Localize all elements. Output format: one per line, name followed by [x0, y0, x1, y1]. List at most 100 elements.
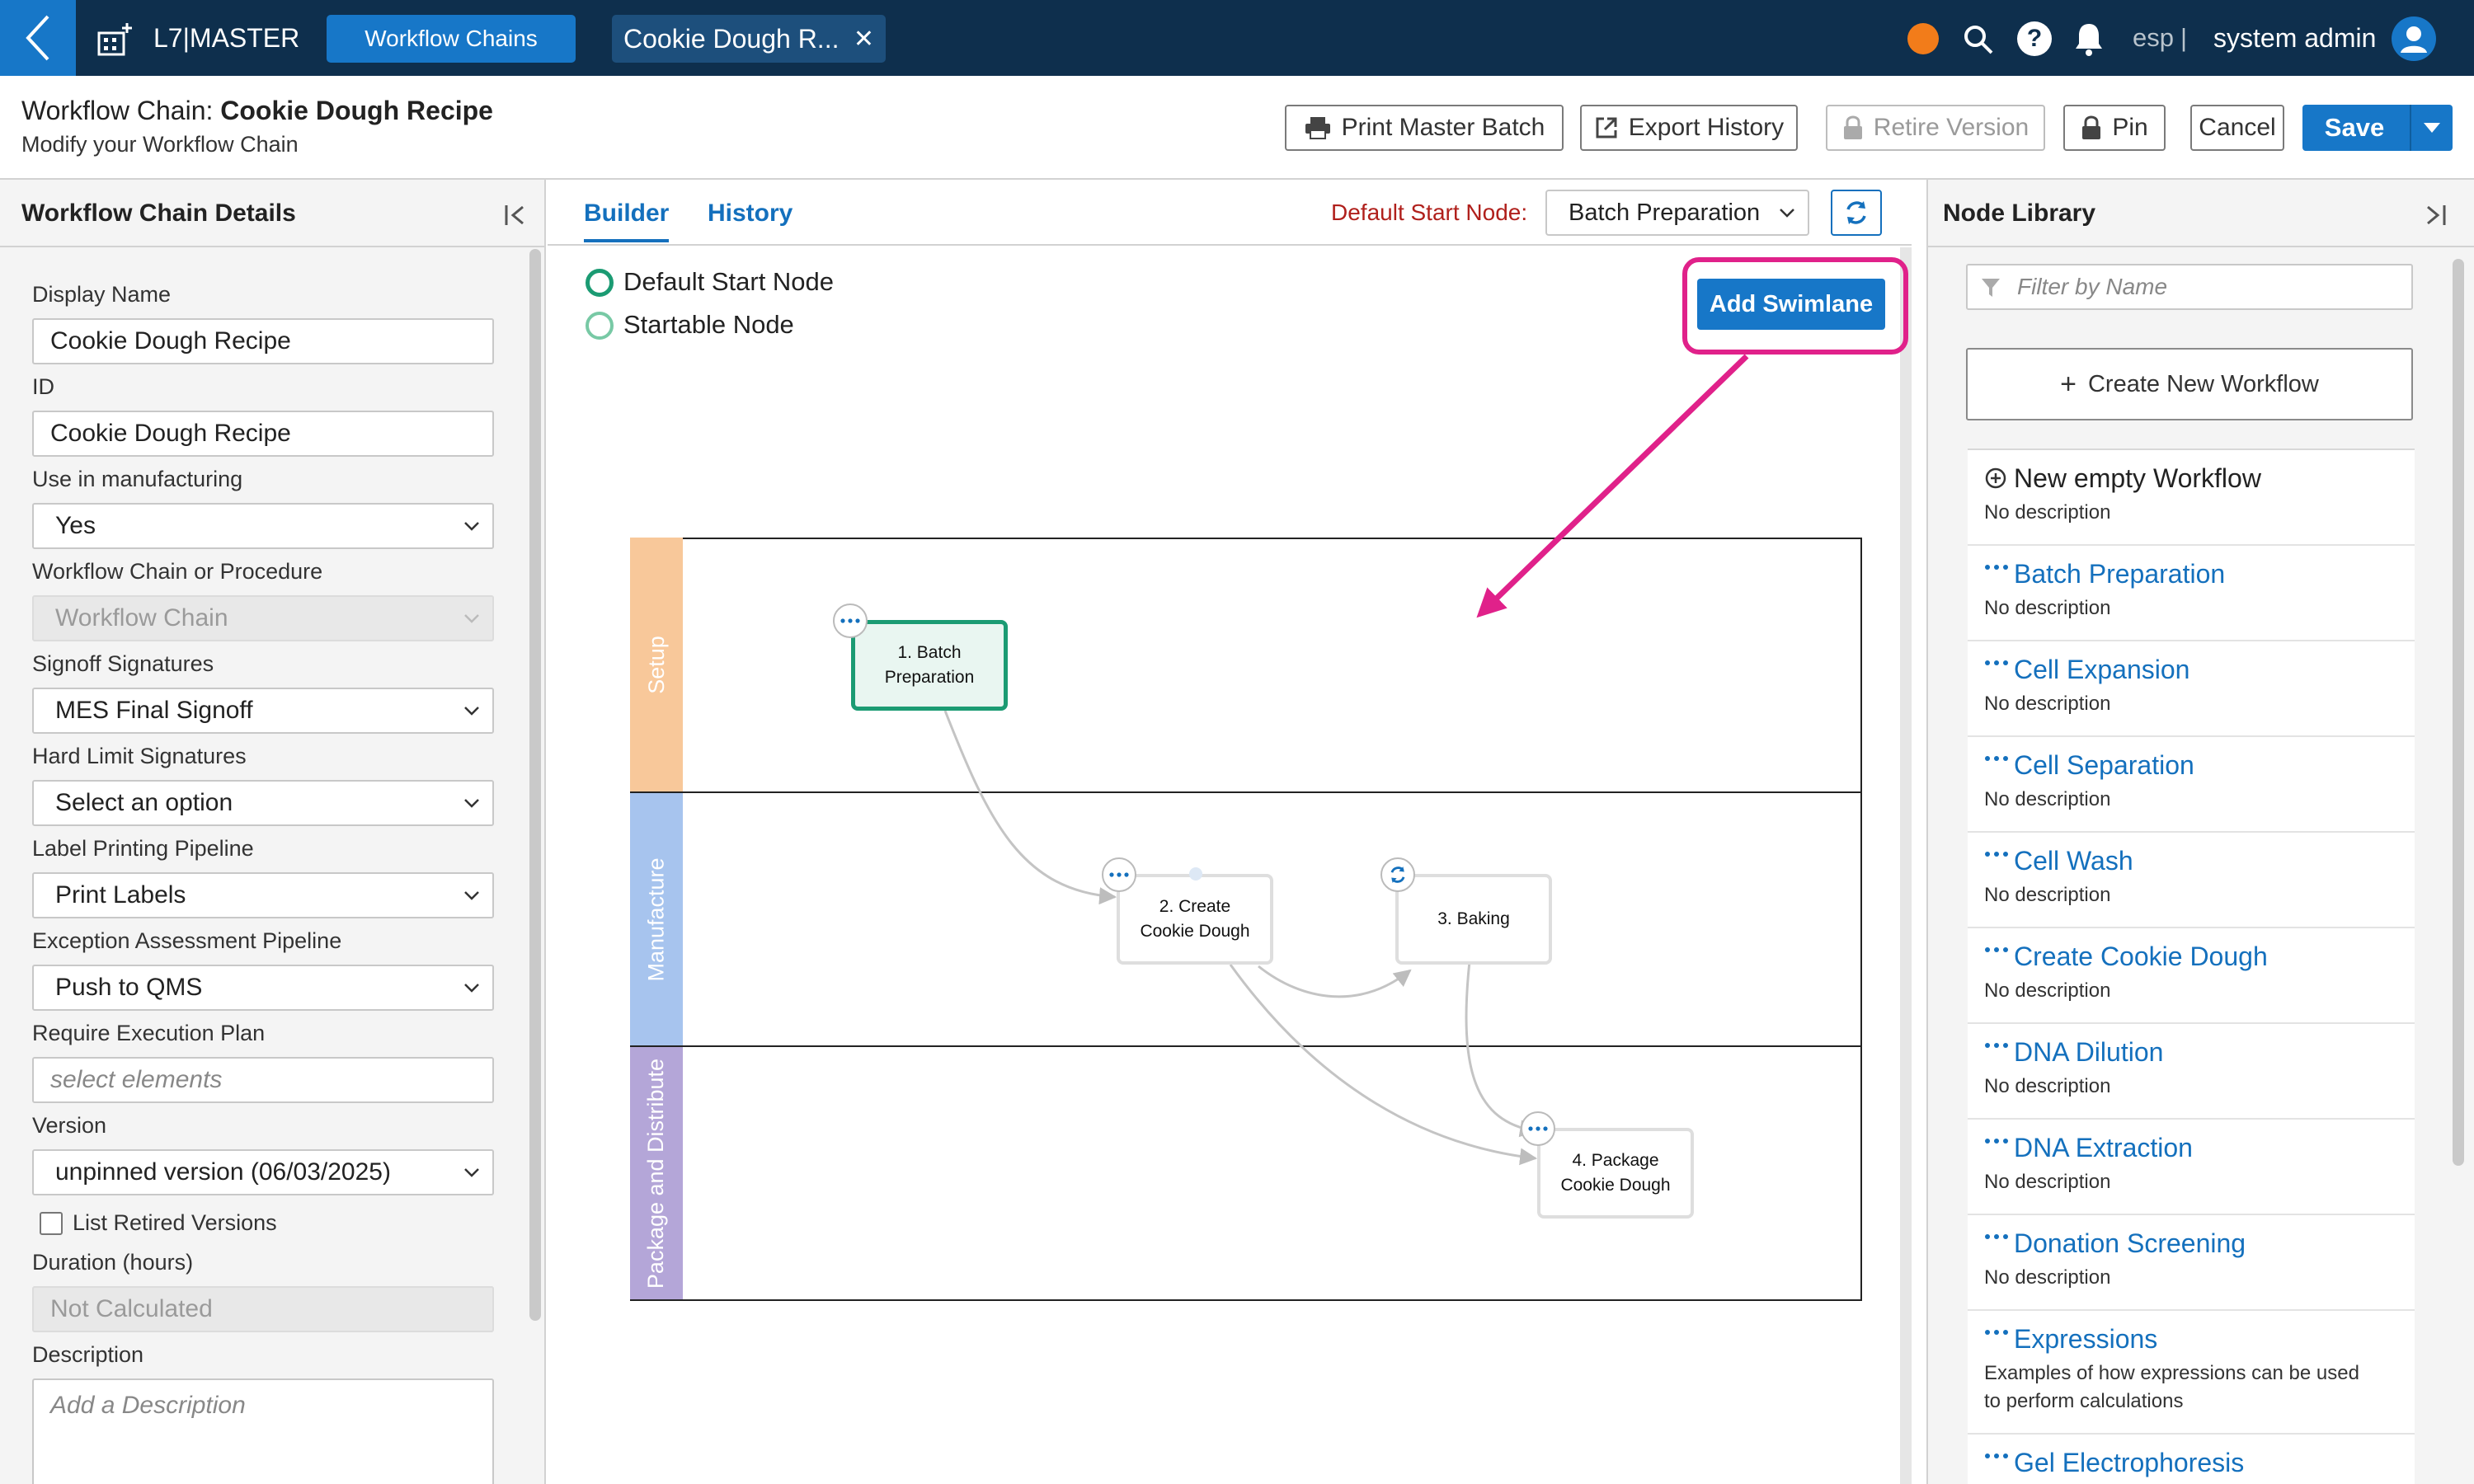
library-item-cell-wash[interactable]: Cell Wash No description	[1968, 831, 2415, 927]
more-dots-icon	[1985, 756, 2008, 761]
open-tab-cookie-dough[interactable]: Cookie Dough R... ✕	[612, 15, 886, 63]
chevron-down-icon	[464, 1168, 479, 1177]
node-create-connector-dot[interactable]	[1189, 867, 1202, 881]
builder-scrollbar[interactable]	[1900, 247, 1912, 1484]
node-package-more-icon[interactable]	[1521, 1111, 1555, 1146]
edge-batch-to-create[interactable]	[943, 710, 1117, 905]
node-create-more-icon[interactable]	[1102, 857, 1136, 892]
node-library-scrollbar[interactable]	[2453, 259, 2464, 1166]
node-baking[interactable]: 3. Baking	[1395, 874, 1552, 965]
left-panel-scrollbar[interactable]	[529, 249, 541, 1321]
node-batch-preparation-line2: Preparation	[884, 668, 975, 687]
list-retired-checkbox[interactable]	[40, 1212, 63, 1235]
refresh-layout-button[interactable]	[1831, 190, 1882, 236]
add-swimlane-button[interactable]: Add Swimlane	[1697, 279, 1885, 330]
library-item-title: Gel Electrophoresis	[2014, 1448, 2245, 1477]
library-item-dna-extraction[interactable]: DNA Extraction No description	[1968, 1118, 2415, 1214]
label-printing-select[interactable]: Print Labels	[32, 872, 494, 918]
export-history-button[interactable]: Export History	[1580, 105, 1798, 151]
collapse-left-icon[interactable]	[503, 203, 528, 228]
collapse-right-icon[interactable]	[2423, 203, 2448, 228]
print-master-batch-button[interactable]: Print Master Batch	[1285, 105, 1564, 151]
display-name-input[interactable]: Cookie Dough Recipe	[32, 318, 494, 364]
swimlane-manufacture[interactable]: Manufacture	[630, 791, 1862, 1045]
language-selector[interactable]: esp	[2133, 23, 2174, 52]
execution-plan-label: Require Execution Plan	[32, 1021, 266, 1045]
library-item-gel-electrophoresis[interactable]: Gel Electrophoresis	[1968, 1433, 2415, 1484]
library-item-desc: No description	[1984, 884, 2111, 906]
description-textarea[interactable]: Add a Description	[32, 1378, 494, 1484]
cancel-label: Cancel	[2199, 114, 2276, 141]
id-value: Cookie Dough Recipe	[50, 420, 291, 447]
library-item-expressions[interactable]: Expressions Examples of how expressions …	[1968, 1309, 2415, 1433]
node-batch-more-icon[interactable]	[833, 603, 868, 638]
cancel-button[interactable]: Cancel	[2190, 105, 2284, 151]
tab-builder[interactable]: Builder	[584, 200, 670, 242]
app-logo-icon	[97, 21, 135, 56]
hard-limit-signatures-label: Hard Limit Signatures	[32, 744, 247, 768]
signoff-signatures-select[interactable]: MES Final Signoff	[32, 688, 494, 734]
edge-baking-to-package[interactable]	[1465, 960, 1538, 1138]
library-item-desc: Examples of how expressions can be used	[1984, 1362, 2359, 1384]
create-new-workflow-button[interactable]: + Create New Workflow	[1966, 348, 2413, 420]
use-in-manufacturing-select[interactable]: Yes	[32, 503, 494, 549]
library-item-desc: No description	[1984, 1075, 2111, 1097]
list-retired-label: List Retired Versions	[73, 1210, 277, 1235]
pin-button[interactable]: Pin	[2063, 105, 2166, 151]
retire-version-button[interactable]: Retire Version	[1826, 105, 2045, 151]
more-dots-icon	[1985, 1453, 2008, 1458]
library-item-title: Cell Wash	[2014, 846, 2133, 876]
tab-history[interactable]: History	[708, 200, 793, 228]
user-name[interactable]: system admin	[2213, 23, 2377, 53]
execution-plan-input[interactable]: select elements	[32, 1057, 494, 1103]
node-package-line2: Cookie Dough	[1560, 1176, 1671, 1195]
workflow-chains-nav-button[interactable]: Workflow Chains	[327, 15, 576, 63]
back-button[interactable]	[0, 0, 76, 76]
library-item-desc: No description	[1984, 501, 2111, 524]
user-avatar-icon[interactable]	[2392, 16, 2436, 61]
library-item-create-cookie-dough[interactable]: Create Cookie Dough No description	[1968, 927, 2415, 1022]
duration-label: Duration (hours)	[32, 1250, 194, 1275]
chevron-down-icon	[1780, 209, 1794, 218]
node-baking-loop-icon[interactable]	[1380, 857, 1415, 892]
label-printing-label: Label Printing Pipeline	[32, 836, 254, 861]
node-package-line1: 4. Package	[1572, 1151, 1659, 1170]
library-item-cell-separation[interactable]: Cell Separation No description	[1968, 735, 2415, 831]
default-start-node-select[interactable]: Batch Preparation	[1545, 190, 1809, 236]
hard-limit-signatures-select[interactable]: Select an option	[32, 780, 494, 826]
id-label: ID	[32, 374, 54, 399]
more-dots-icon	[1985, 565, 2008, 570]
exception-assessment-value: Push to QMS	[55, 974, 203, 1001]
swimlane-setup[interactable]: Setup	[630, 538, 1862, 791]
edge-create-to-package[interactable]	[1229, 964, 1538, 1166]
library-item-batch-preparation[interactable]: Batch Preparation No description	[1968, 544, 2415, 640]
search-icon[interactable]	[1962, 23, 1995, 56]
save-options-dropdown[interactable]	[2410, 105, 2453, 151]
edge-create-to-baking[interactable]	[1258, 965, 1412, 998]
node-create-line1: 2. Create	[1159, 897, 1231, 916]
filter-by-name-input[interactable]: Filter by Name	[1966, 264, 2413, 310]
tab-builder-label: Builder	[584, 200, 670, 227]
library-item-dna-dilution[interactable]: DNA Dilution No description	[1968, 1022, 2415, 1118]
notification-bell-icon[interactable]	[2073, 21, 2105, 57]
library-item-new-empty-workflow[interactable]: New empty Workflow No description	[1968, 448, 2415, 544]
lock-icon	[2082, 115, 2101, 139]
exception-assessment-select[interactable]: Push to QMS	[32, 965, 494, 1011]
display-name-value: Cookie Dough Recipe	[50, 327, 291, 355]
library-item-donation-screening[interactable]: Donation Screening No description	[1968, 1214, 2415, 1309]
close-tab-icon[interactable]: ✕	[853, 26, 874, 53]
library-item-desc-line2: to perform calculations	[1984, 1390, 2184, 1412]
help-icon[interactable]: ?	[2017, 21, 2052, 56]
chevron-down-icon	[464, 522, 479, 531]
id-input[interactable]: Cookie Dough Recipe	[32, 411, 494, 457]
library-item-title: Donation Screening	[2014, 1228, 2246, 1258]
plus-circle-icon	[1985, 467, 2006, 489]
workflow-chains-label: Workflow Chains	[365, 26, 538, 51]
version-select[interactable]: unpinned version (06/03/2025)	[32, 1149, 494, 1195]
swimlane-package-distribute[interactable]: Package and Distribute	[630, 1045, 1862, 1301]
library-item-cell-expansion[interactable]: Cell Expansion No description	[1968, 640, 2415, 735]
